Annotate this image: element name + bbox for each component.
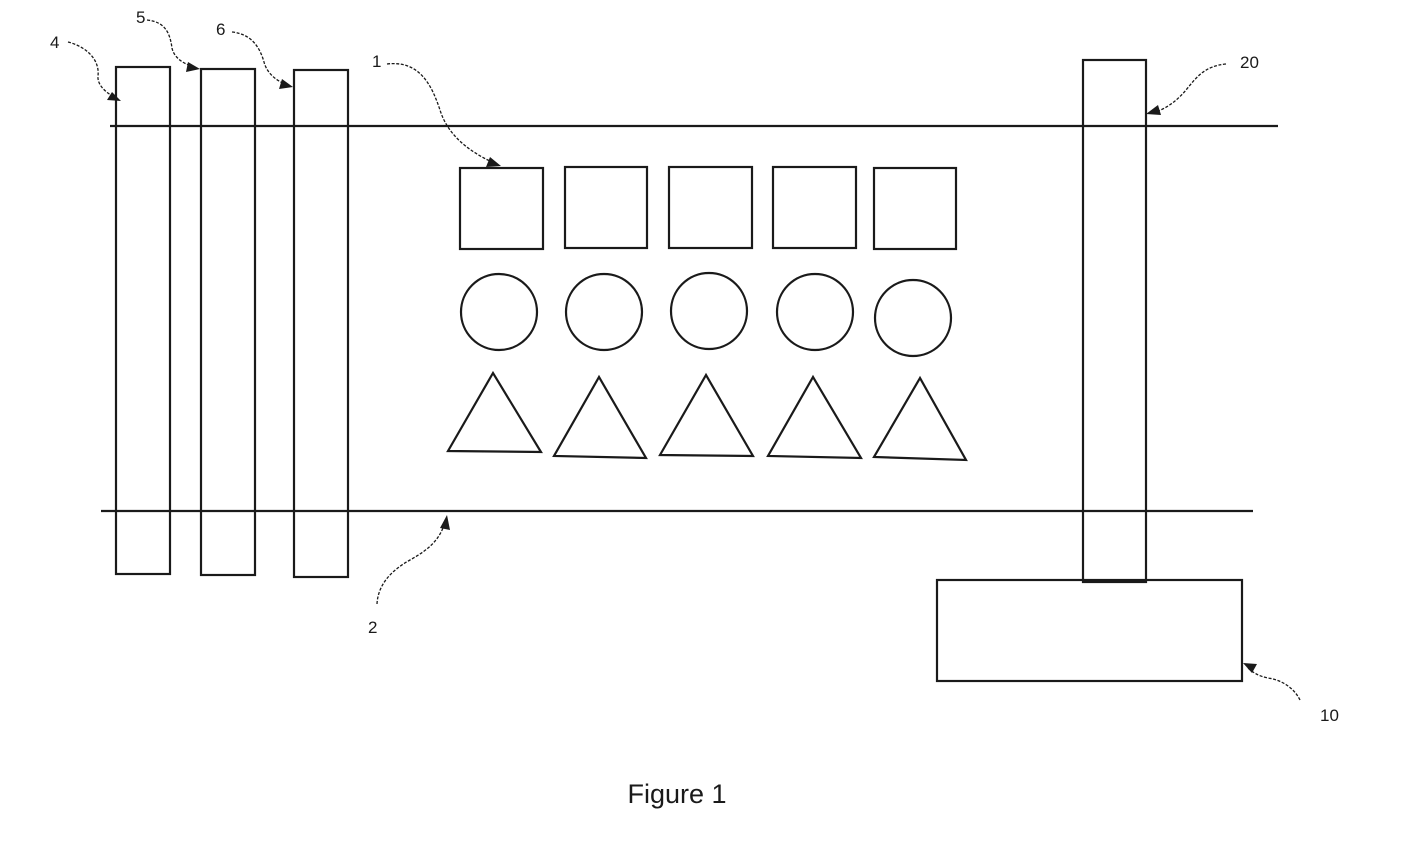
leader-line-2 bbox=[377, 522, 445, 604]
arrowhead-1 bbox=[486, 157, 501, 167]
square-row bbox=[460, 167, 956, 249]
ref-label-4: 4 bbox=[50, 33, 59, 52]
triangle-shape bbox=[768, 377, 861, 458]
arrowhead-10 bbox=[1243, 663, 1257, 673]
ref-label-10: 10 bbox=[1320, 706, 1339, 725]
circle-shape bbox=[777, 274, 853, 350]
triangle-shape bbox=[448, 373, 541, 452]
ref-label-2: 2 bbox=[368, 618, 377, 637]
vertical-bar-4 bbox=[116, 67, 170, 574]
arrowhead-20 bbox=[1146, 105, 1161, 115]
triangle-shape bbox=[874, 378, 966, 460]
figure-caption: Figure 1 bbox=[627, 779, 726, 809]
ref-label-5: 5 bbox=[136, 8, 145, 27]
arrowhead-2 bbox=[440, 515, 450, 530]
triangle-shape bbox=[554, 377, 646, 458]
vertical-bar-20 bbox=[1083, 60, 1146, 582]
leader-line-20 bbox=[1152, 64, 1226, 113]
leader-line-4 bbox=[68, 42, 116, 98]
vertical-bar-5 bbox=[201, 69, 255, 575]
circle-row bbox=[461, 273, 951, 356]
leader-line-10 bbox=[1247, 667, 1300, 700]
ref-label-1: 1 bbox=[372, 52, 381, 71]
circle-shape bbox=[566, 274, 642, 350]
square-shape bbox=[874, 168, 956, 249]
ref-label-20: 20 bbox=[1240, 53, 1259, 72]
square-shape bbox=[565, 167, 647, 248]
vertical-bar-6 bbox=[294, 70, 348, 577]
triangle-shape bbox=[660, 375, 753, 456]
circle-shape bbox=[671, 273, 747, 349]
leader-lines bbox=[68, 20, 1300, 700]
leader-line-5 bbox=[147, 20, 194, 67]
square-shape bbox=[669, 167, 752, 248]
square-shape bbox=[460, 168, 543, 249]
leader-line-6 bbox=[232, 32, 288, 85]
arrowhead-5 bbox=[186, 62, 200, 72]
arrowhead-6 bbox=[279, 79, 293, 89]
triangle-row bbox=[448, 373, 966, 460]
ref-label-6: 6 bbox=[216, 20, 225, 39]
circle-shape bbox=[875, 280, 951, 356]
leader-line-1 bbox=[387, 64, 494, 163]
square-shape bbox=[773, 167, 856, 248]
circle-shape bbox=[461, 274, 537, 350]
base-block-10 bbox=[937, 580, 1242, 681]
